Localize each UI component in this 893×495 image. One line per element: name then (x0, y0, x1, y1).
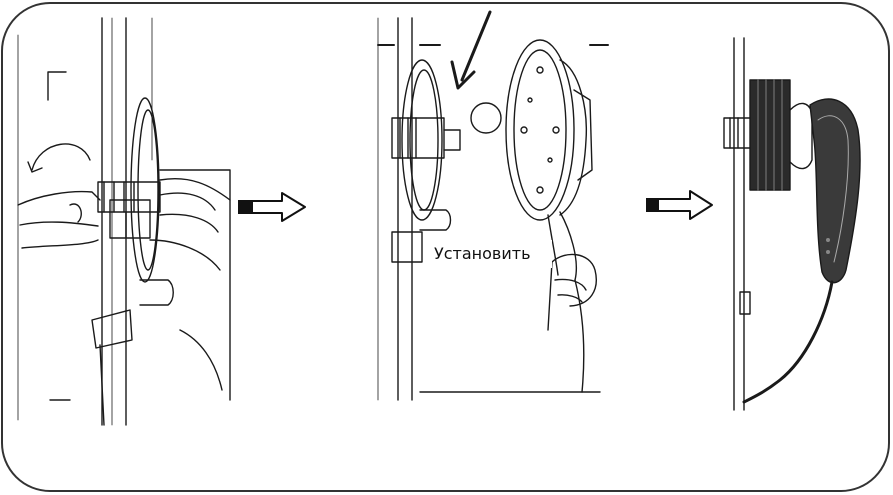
install-label: Установить (434, 240, 552, 268)
arrow-right-icon (646, 191, 712, 219)
step-3-illustration (724, 38, 860, 410)
step-1-illustration (18, 18, 230, 425)
arrow-right-icon (238, 193, 305, 221)
step-2-illustration (378, 12, 608, 400)
